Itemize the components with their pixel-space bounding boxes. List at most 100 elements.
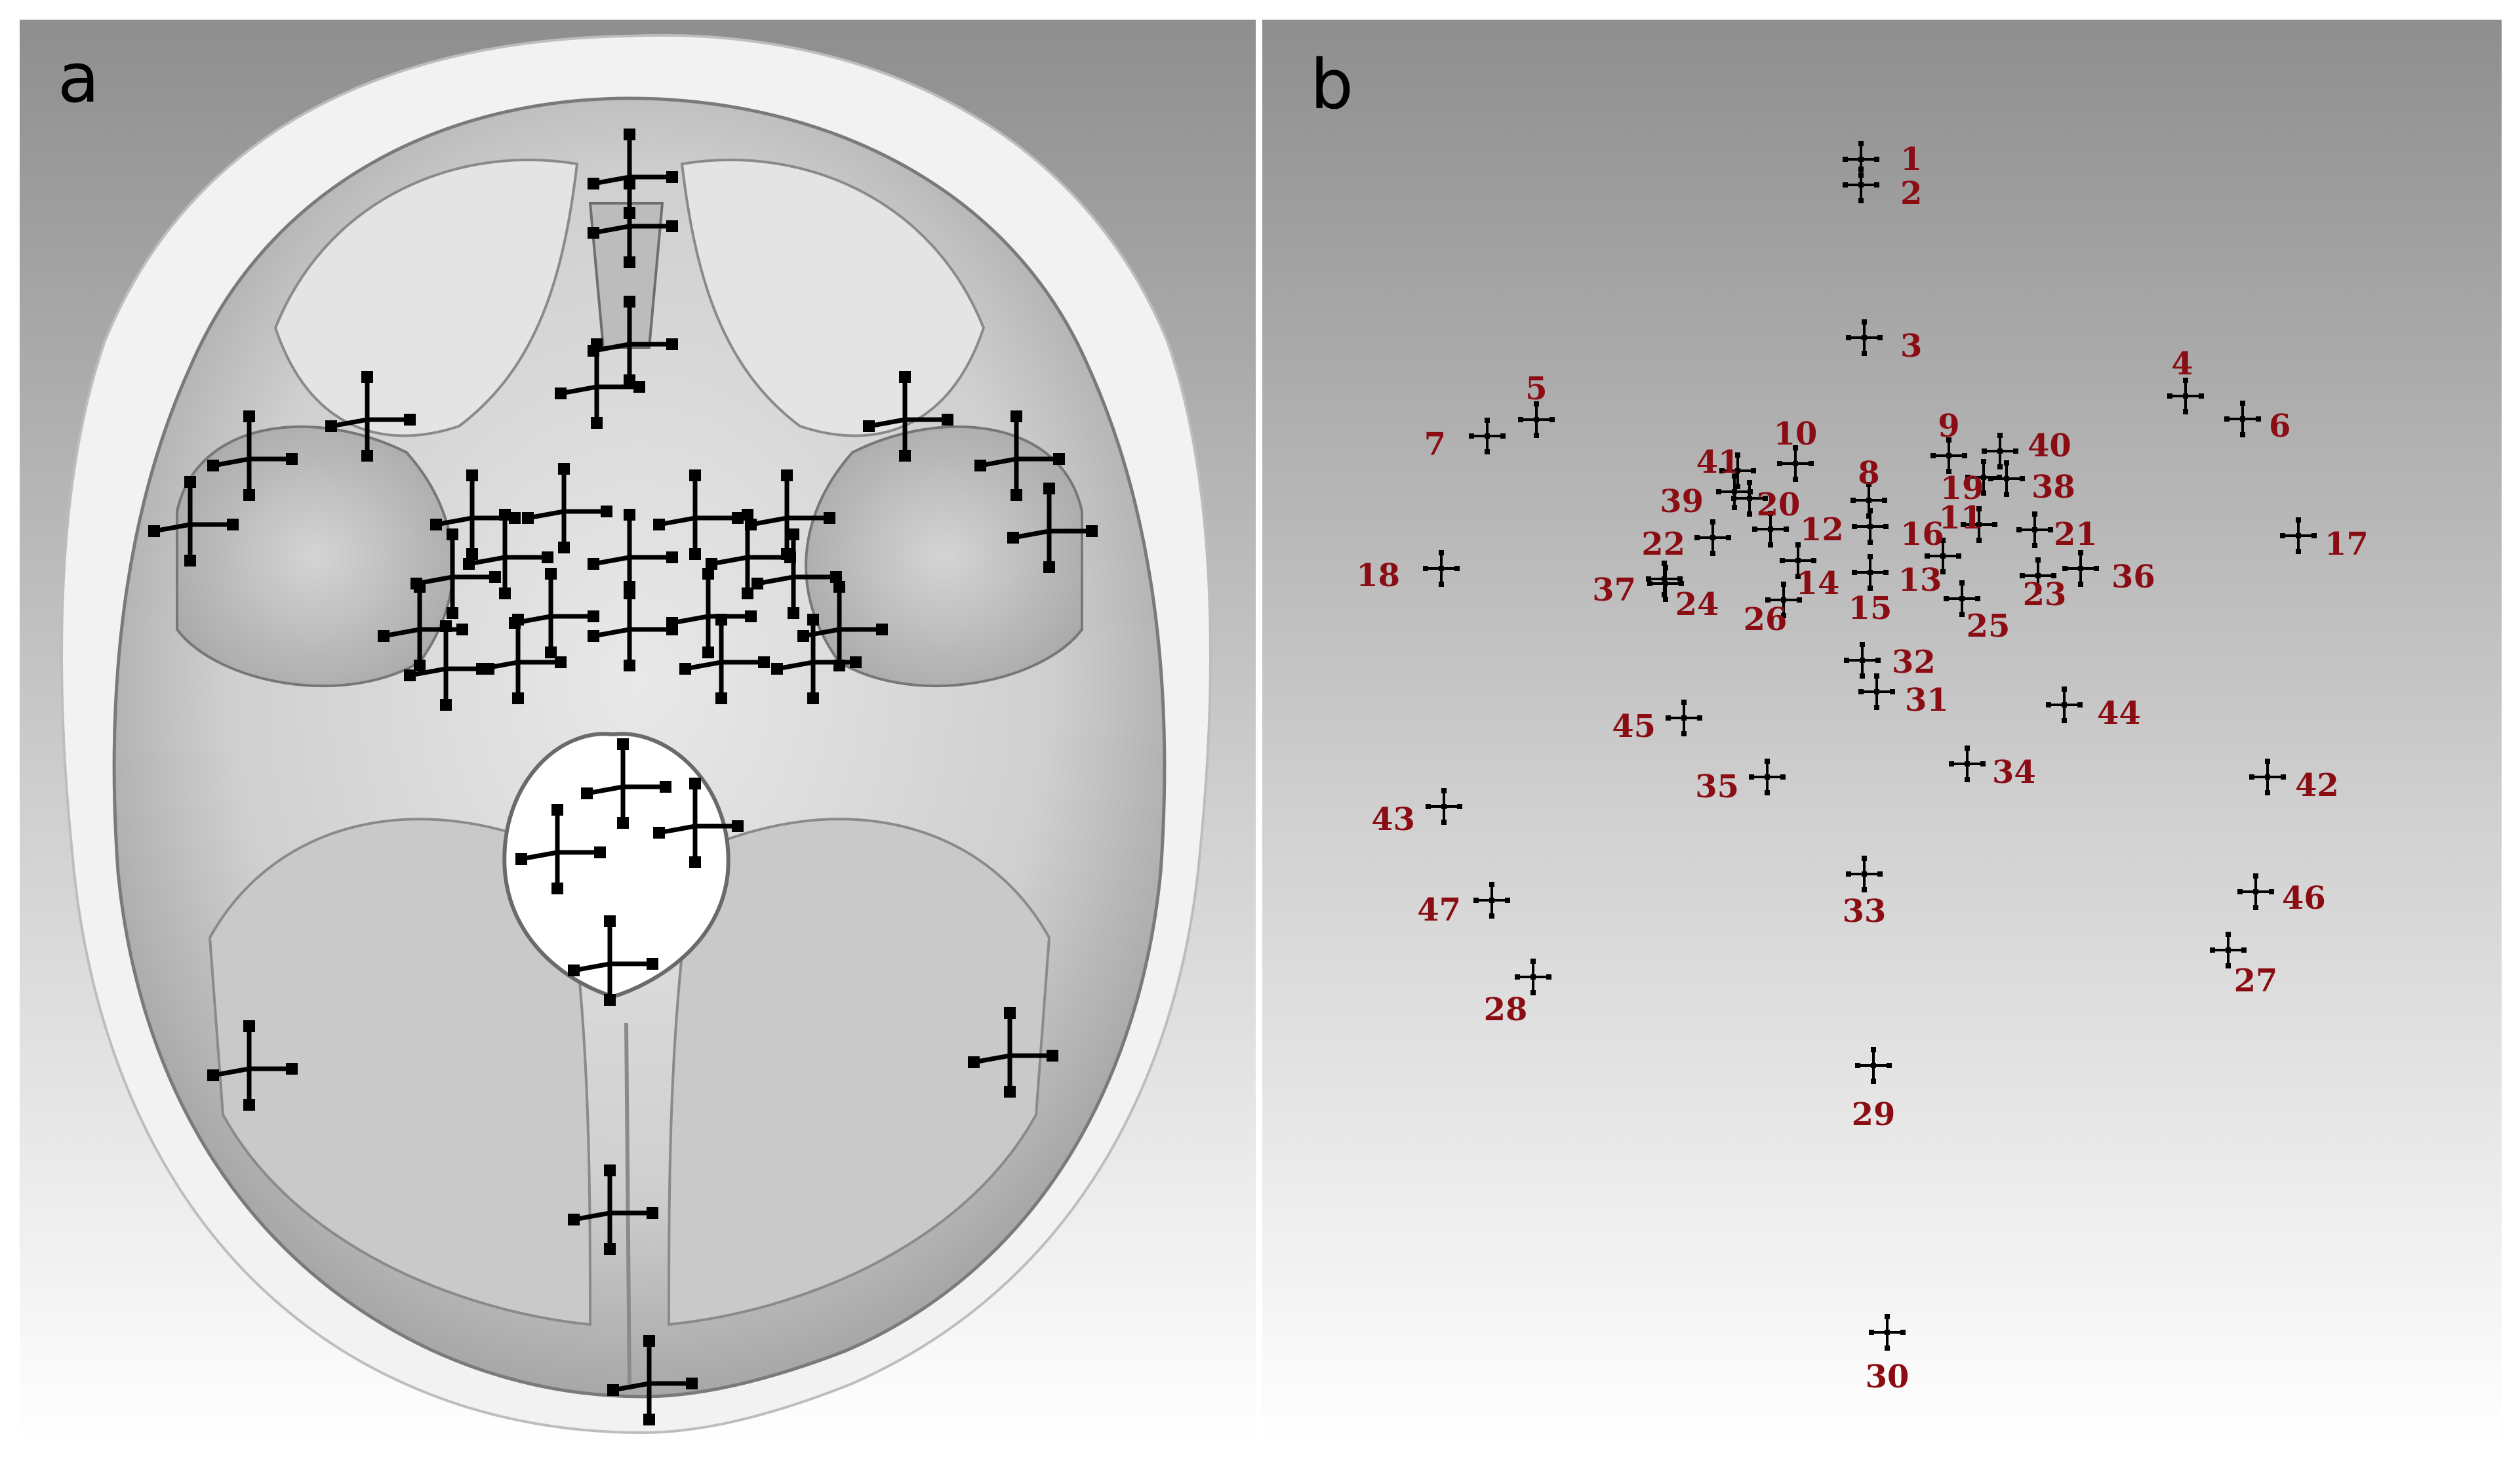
landmark-marker-11 [1961, 506, 1997, 543]
landmark-label-42: 42 [2295, 767, 2339, 804]
panel-letter-a: a [58, 38, 100, 118]
middle-fossa-right [805, 425, 1083, 687]
landmark-label-11: 11 [1939, 500, 1983, 536]
landmark-marker-2 [1843, 167, 1879, 203]
panel-a [20, 20, 1256, 1442]
landmark-marker-28 [1515, 959, 1551, 995]
landmark-label-32: 32 [1892, 644, 1936, 681]
panel-a-marker-22 [476, 614, 567, 704]
landmark-marker-25 [1944, 580, 1980, 617]
landmark-marker-22 [1694, 519, 1731, 556]
landmark-label-7: 7 [1424, 426, 1446, 463]
landmark-label-26: 26 [1744, 601, 1788, 638]
landmark-marker-38 [1988, 460, 2025, 497]
panel-a-marker-35 [751, 528, 842, 619]
landmark-label-19: 19 [1940, 470, 1984, 507]
landmark-label-31: 31 [1905, 682, 1949, 719]
landmark-label-29: 29 [1852, 1096, 1896, 1133]
midline-ridge [624, 1022, 631, 1391]
landmark-marker-4 [2167, 378, 2204, 414]
landmark-marker-42 [2249, 759, 2286, 795]
landmark-label-12: 12 [1800, 511, 1844, 548]
landmark-label-45: 45 [1612, 708, 1656, 745]
landmark-marker-12 [1752, 511, 1789, 547]
landmark-marker-47 [1473, 882, 1510, 919]
anterior-fossa-right [680, 158, 986, 437]
landmark-marker-45 [1666, 700, 1702, 736]
landmark-label-13: 13 [1898, 562, 1942, 599]
panel-a-marker-32 [607, 1335, 698, 1425]
panel-a-marker-15 [463, 509, 553, 599]
landmark-label-36: 36 [2111, 559, 2155, 595]
crista-galli [588, 202, 664, 349]
landmark-label-43: 43 [1371, 801, 1415, 838]
landmark-marker-39 [1716, 473, 1753, 510]
landmark-label-8: 8 [1858, 455, 1879, 492]
panel-a-marker-2 [588, 178, 678, 268]
panel-a-marker-36 [410, 528, 501, 619]
landmark-label-22: 22 [1641, 526, 1685, 563]
panel-a-marker-27 [653, 778, 744, 868]
landmark-label-34: 34 [1992, 754, 2036, 791]
landmark-marker-32 [1844, 642, 1881, 679]
panel-a-marker-4 [555, 338, 645, 429]
landmark-marker-34 [1949, 746, 1986, 782]
posterior-fossa-left [208, 818, 592, 1326]
landmark-marker-40 [1982, 433, 2018, 469]
landmark-label-2: 2 [1900, 175, 1922, 212]
panel-letter-b: b [1310, 45, 1353, 125]
panel-b-background [1262, 20, 2502, 1442]
landmark-label-46: 46 [2282, 880, 2326, 917]
landmark-label-17: 17 [2325, 526, 2369, 563]
landmark-label-9: 9 [1938, 408, 1959, 445]
landmark-label-4: 4 [2171, 346, 2193, 382]
landmark-label-5: 5 [1525, 370, 1547, 407]
landmark-marker-36 [2062, 550, 2099, 587]
panel-a-marker-25 [581, 738, 671, 829]
panel-b [1262, 20, 2502, 1442]
landmark-marker-18 [1423, 550, 1460, 587]
landmark-label-1: 1 [1900, 141, 1922, 178]
panel-a-landmark-markers [148, 129, 1098, 1425]
panel-a-marker-19 [588, 581, 678, 671]
landmark-label-20: 20 [1757, 487, 1801, 523]
landmark-label-27: 27 [2234, 963, 2278, 999]
landmark-label-18: 18 [1356, 557, 1400, 594]
panel-a-marker-23 [679, 614, 770, 704]
landmark-marker-7 [1469, 418, 1506, 454]
panel-a-marker-17 [706, 509, 796, 599]
landmark-marker-33 [1846, 856, 1883, 892]
landmark-marker-31 [1858, 673, 1895, 710]
landmark-marker-9 [1930, 437, 1967, 474]
landmark-label-33: 33 [1843, 893, 1887, 930]
landmark-label-38: 38 [2031, 469, 2075, 506]
panel-a-marker-30 [968, 1007, 1058, 1098]
panel-a-marker-24 [771, 614, 862, 704]
landmark-marker-26 [1765, 582, 1802, 618]
panel-a-marker-34 [797, 581, 888, 671]
panel-b-landmark-markers [1423, 141, 2317, 1351]
landmark-label-16: 16 [1900, 516, 1944, 553]
landmark-label-3: 3 [1900, 328, 1922, 365]
landmark-label-39: 39 [1660, 483, 1704, 520]
landmark-marker-6 [2224, 401, 2261, 437]
landmark-marker-37 [1646, 561, 1683, 597]
landmark-label-24: 24 [1675, 586, 1719, 623]
panel-a-marker-5 [325, 371, 416, 462]
landmark-label-30: 30 [1866, 1359, 1910, 1395]
panel-a-marker-31 [568, 1164, 658, 1255]
landmark-label-23: 23 [2023, 576, 2067, 613]
panel-a-marker-7 [148, 476, 239, 567]
landmark-label-21: 21 [2054, 516, 2098, 553]
landmark-label-35: 35 [1695, 768, 1739, 805]
landmark-label-44: 44 [2097, 695, 2141, 732]
panel-a-marker-10 [1007, 483, 1098, 573]
landmark-label-15: 15 [1849, 590, 1892, 627]
landmark-label-41: 41 [1696, 444, 1740, 481]
landmark-label-40: 40 [2028, 428, 2071, 464]
landmark-marker-29 [1855, 1047, 1892, 1084]
landmark-marker-23 [2020, 557, 2056, 594]
landmark-marker-44 [2046, 686, 2083, 723]
